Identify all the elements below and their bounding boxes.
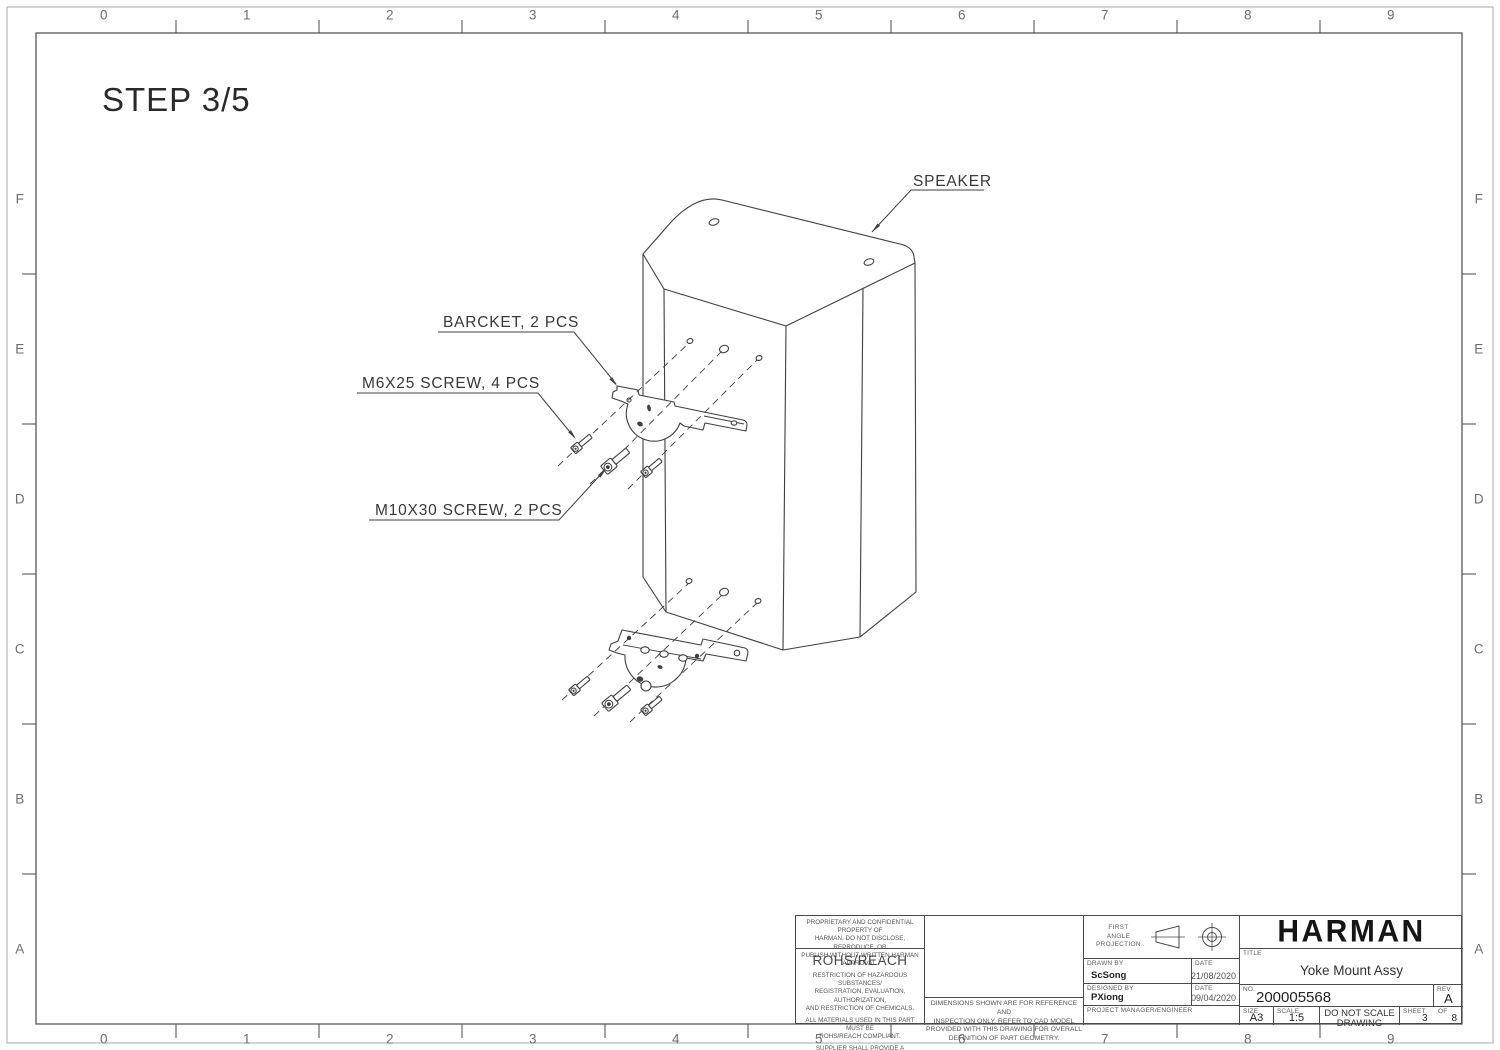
zone-col-label: 0 xyxy=(99,7,109,23)
proprietary-note: PROPRIETARY AND CONFIDENTIAL PROPERTY OF… xyxy=(796,916,924,967)
designed-date-cell: DATE 09/04/2020 xyxy=(1191,984,1239,1006)
first-angle-target-icon xyxy=(1197,923,1226,951)
number-label: NO. xyxy=(1243,986,1256,993)
callout-m6-screw: M6X25 SCREW, 4 PCS xyxy=(362,375,540,392)
zone-row-label: B xyxy=(1474,791,1484,807)
size-label: SIZE xyxy=(1243,1008,1259,1015)
designed-by-label: DESIGNED BY xyxy=(1087,985,1134,992)
size-value: A3 xyxy=(1249,1012,1264,1024)
designed-date-value: 09/04/2020 xyxy=(1190,993,1236,1003)
title-label: TITLE xyxy=(1243,950,1262,957)
projection-label: FIRST ANGLE PROJECTION xyxy=(1096,923,1141,949)
spacer-cell xyxy=(924,916,1083,997)
designed-by-cell: DESIGNED BY PXiong xyxy=(1083,984,1191,1006)
brand-cell: HARMAN xyxy=(1239,914,1463,949)
rev-label: REV xyxy=(1437,986,1451,993)
m6-screw-lower-right xyxy=(639,694,664,717)
zone-col-label: 1 xyxy=(242,1031,252,1047)
rev-value: A xyxy=(1444,991,1453,1006)
zone-col-label: 6 xyxy=(957,1031,967,1047)
size-cell: SIZE A3 xyxy=(1239,1006,1273,1025)
speaker-drawing xyxy=(642,198,917,651)
scale-label: SCALE xyxy=(1277,1008,1300,1015)
sheet-cell: SHEET OF 3 8 xyxy=(1399,1006,1463,1025)
designed-date-label: DATE xyxy=(1195,985,1213,992)
m6-screw-upper-right xyxy=(639,456,664,479)
do-not-scale-text: DO NOT SCALE DRAWING xyxy=(1324,1008,1395,1030)
do-not-scale-cell: DO NOT SCALE DRAWING xyxy=(1319,1006,1399,1029)
sheet-value: 3 xyxy=(1422,1013,1428,1024)
sheet-label: SHEET xyxy=(1403,1008,1426,1015)
callout-bracket: BARCKET, 2 PCS xyxy=(443,314,579,331)
zone-row-label: D xyxy=(14,491,26,507)
rev-cell: REV A xyxy=(1433,984,1463,1006)
zone-col-label: 2 xyxy=(385,7,395,23)
rohs-reach-note: ROHS/REACH RESTRICTION OF HAZARDOUS SUBS… xyxy=(796,949,924,1050)
zone-row-label: F xyxy=(15,191,25,207)
of-total-value: 8 xyxy=(1451,1013,1457,1024)
project-manager-cell: PROJECT MANAGER/ENGINEER xyxy=(1083,1006,1239,1025)
zone-row-label: F xyxy=(1474,191,1484,207)
m6-screw-lower-left xyxy=(567,674,592,697)
zone-col-label: 6 xyxy=(957,7,967,23)
title-block: PROPRIETARY AND CONFIDENTIAL PROPERTY OF… xyxy=(795,914,1463,1050)
drawn-by-label: DRAWN BY xyxy=(1087,960,1124,967)
rohs-note-3: SUPPLIER SHALL PROVIDE A CERTIFICATE OF … xyxy=(815,1045,905,1050)
callouts: SPEAKER BARCKET, 2 PCS M6X25 SCREW, 4 PC… xyxy=(357,173,992,521)
zone-row-label: C xyxy=(14,641,26,657)
upper-bracket xyxy=(611,385,748,442)
drawn-by-cell: DRAWN BY ScSong xyxy=(1083,959,1191,984)
callout-m10-screw: M10X30 SCREW, 2 PCS xyxy=(375,502,563,519)
title-value: Yoke Mount Assy xyxy=(1299,963,1404,978)
rohs-heading: ROHS/REACH xyxy=(812,953,908,968)
dimensions-note: DIMENSIONS SHOWN ARE FOR REFERENCE AND I… xyxy=(924,997,1083,1042)
zone-col-label: 9 xyxy=(1386,1031,1396,1047)
drawn-date-cell: DATE 21/08/2020 xyxy=(1191,959,1239,984)
zone-row-label: E xyxy=(15,341,25,357)
zone-col-label: 4 xyxy=(671,1031,681,1047)
of-label: OF xyxy=(1438,1008,1448,1015)
drawn-by-value: ScSong xyxy=(1091,970,1127,981)
scale-value: 1:5 xyxy=(1288,1012,1305,1024)
zone-col-label: 7 xyxy=(1100,1031,1110,1047)
zone-row-label: A xyxy=(1474,941,1484,957)
zone-row-label: D xyxy=(1473,491,1485,507)
designed-by-value: PXiong xyxy=(1091,992,1124,1003)
zone-col-label: 0 xyxy=(99,1031,109,1047)
zone-col-label: 1 xyxy=(242,7,252,23)
border-frame xyxy=(6,6,1494,1044)
zone-col-label: 8 xyxy=(1243,1031,1253,1047)
zone-col-label: 3 xyxy=(528,1031,538,1047)
step-heading: STEP 3/5 xyxy=(102,81,251,118)
zone-col-label: 3 xyxy=(528,7,538,23)
zone-col-label: 2 xyxy=(385,1031,395,1047)
title-cell: TITLE Yoke Mount Assy xyxy=(1239,948,1463,984)
projection-cell: FIRST ANGLE PROJECTION xyxy=(1083,916,1239,959)
scale-cell: SCALE 1:5 xyxy=(1273,1006,1319,1025)
number-value: 200005568 xyxy=(1256,989,1332,1006)
rohs-note-1: RESTRICTION OF HAZARDOUS SUBSTANCES/ REG… xyxy=(805,972,915,1012)
project-manager-label: PROJECT MANAGER/ENGINEER xyxy=(1087,1007,1193,1014)
zone-row-label: E xyxy=(1474,341,1484,357)
zone-col-label: 4 xyxy=(671,7,681,23)
first-angle-cone-icon xyxy=(1150,925,1185,949)
callout-speaker: SPEAKER xyxy=(913,173,992,190)
drawn-date-value: 21/08/2020 xyxy=(1190,971,1236,981)
m10-screw-lower xyxy=(600,682,633,713)
zone-col-label: 5 xyxy=(814,7,824,23)
zone-col-label: 9 xyxy=(1386,7,1396,23)
zone-col-label: 5 xyxy=(814,1031,824,1047)
drawn-date-label: DATE xyxy=(1195,960,1213,967)
harman-logo: HARMAN xyxy=(1277,914,1426,949)
zone-row-label: C xyxy=(1473,641,1485,657)
zone-col-label: 7 xyxy=(1100,7,1110,23)
number-cell: NO. 200005568 xyxy=(1239,984,1433,1006)
rohs-note-2: ALL MATERIALS USED IN THIS PART MUST BE … xyxy=(805,1016,915,1041)
zone-col-label: 8 xyxy=(1243,7,1253,23)
zone-row-label: B xyxy=(15,791,25,807)
zone-row-label: A xyxy=(15,941,25,957)
